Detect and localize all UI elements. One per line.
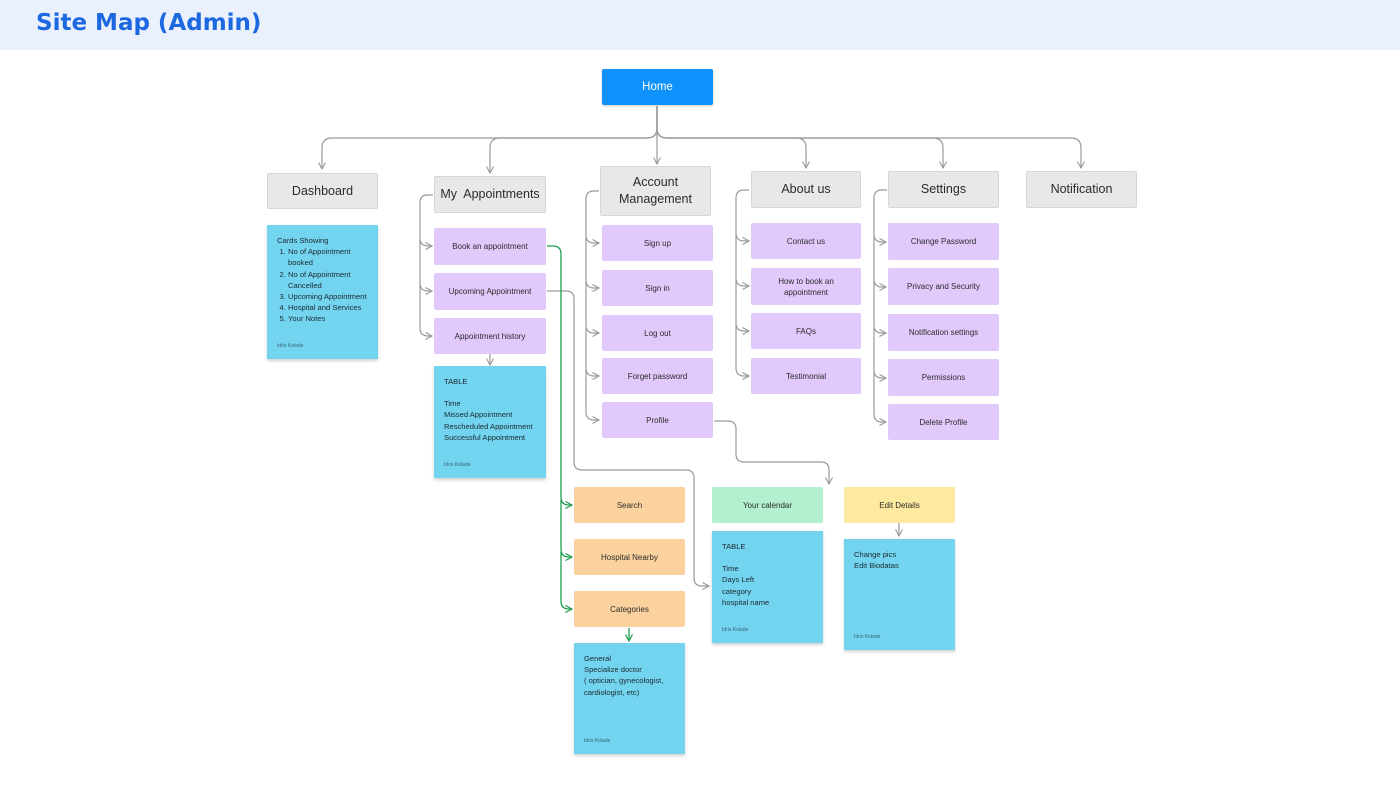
edit-details-label: Edit Details (879, 500, 920, 510)
appointment-history-label: Appointment history (454, 331, 526, 341)
list-item: Hospital and Services (288, 302, 368, 313)
privacy-security-node[interactable]: Privacy and Security (888, 268, 999, 305)
categories-sticky-note: General Specialize doctor ( optician, gy… (574, 643, 685, 754)
note-author: Idris Kolade (722, 626, 749, 633)
note-author: Idris Kolade (584, 737, 611, 744)
forget-password-node[interactable]: Forget password (602, 358, 713, 394)
my-appointments-node[interactable]: My Appointments (434, 176, 546, 213)
list-item: Your Notes (288, 313, 368, 324)
notification-node[interactable]: Notification (1026, 171, 1137, 208)
note-line: Time (444, 399, 461, 409)
account-management-label: Account Management (619, 175, 692, 206)
page-title: Site Map (Admin) (36, 10, 262, 36)
note-line: Specialize doctor (584, 665, 642, 675)
delete-profile-node[interactable]: Delete Profile (888, 404, 999, 440)
hospital-nearby-node[interactable]: Hospital Nearby (574, 539, 685, 575)
edit-details-sticky-note: Change pics Edit Biodatas Idris Kolade (844, 539, 955, 650)
note-line: Rescheduled Appointment (444, 421, 533, 431)
search-label: Search (616, 500, 643, 510)
change-password-label: Change Password (910, 237, 977, 246)
profile-label: Profile (646, 415, 669, 425)
delete-profile-label: Delete Profile (919, 417, 968, 427)
categories-node[interactable]: Categories (574, 591, 685, 627)
permissions-label: Permissions (921, 373, 966, 382)
upcoming-appointment-label: Upcoming Appointment (448, 287, 532, 296)
link-home-settings (656, 106, 943, 168)
link-home-notification (656, 106, 1081, 168)
log-out-label: Log out (644, 328, 671, 338)
testimonial-label: Testimonial (785, 371, 826, 381)
settings-node[interactable]: Settings (888, 171, 999, 208)
note-line: Edit Biodatas (854, 561, 899, 571)
faqs-label: FAQs (795, 326, 816, 336)
your-calendar-label: Your calendar (742, 500, 793, 510)
sign-in-node[interactable]: Sign in (602, 270, 713, 306)
permissions-node[interactable]: Permissions (888, 359, 999, 396)
note-line: Missed Appointment (444, 410, 513, 420)
your-calendar-node[interactable]: Your calendar (712, 487, 823, 523)
home-label: Home (642, 81, 673, 93)
header-bar: Site Map (Admin) (0, 0, 1400, 50)
settings-label: Settings (920, 182, 967, 196)
about-us-node[interactable]: About us (751, 171, 861, 208)
notification-settings-label: Notification settings (908, 328, 979, 337)
about-us-label: About us (781, 182, 831, 196)
history-sticky-note: TABLE Time Missed Appointment Reschedule… (434, 366, 546, 478)
note-author: Idris Kolade (854, 633, 881, 640)
dashboard-sticky-note: Cards Showing No of Appointment booked N… (267, 225, 378, 359)
list-item: No of Appointment Cancelled (288, 269, 368, 291)
sign-up-label: Sign up (643, 238, 672, 248)
contact-us-label: Contact us (786, 236, 826, 246)
note-author: Idris Kolade (444, 461, 471, 468)
note-heading: TABLE (722, 542, 746, 551)
book-appointment-label: Book an appointment (452, 242, 528, 251)
note-line: category (722, 586, 752, 596)
sign-up-node[interactable]: Sign up (602, 225, 713, 261)
list-item: No of Appointment booked (288, 246, 368, 268)
profile-node[interactable]: Profile (602, 402, 713, 438)
list-item: Upcoming Appointment (288, 291, 368, 302)
appointment-history-node[interactable]: Appointment history (434, 318, 546, 354)
note-heading: TABLE (444, 377, 468, 386)
note-line: Days Left (722, 575, 755, 585)
log-out-node[interactable]: Log out (602, 315, 713, 351)
testimonial-node[interactable]: Testimonial (751, 358, 861, 394)
edit-details-node[interactable]: Edit Details (844, 487, 955, 523)
sign-in-label: Sign in (645, 283, 670, 293)
notification-settings-node[interactable]: Notification settings (888, 314, 999, 351)
link-home-appointments (490, 106, 658, 173)
faqs-node[interactable]: FAQs (751, 313, 861, 349)
how-to-book-node[interactable]: How to book an appointment (751, 268, 861, 305)
note-line: hospital name (722, 597, 770, 607)
categories-label: Categories (610, 604, 649, 614)
contact-us-node[interactable]: Contact us (751, 223, 861, 259)
dashboard-label: Dashboard (291, 183, 354, 198)
note-list: No of Appointment booked No of Appointme… (277, 246, 368, 324)
link-home-about (656, 106, 806, 168)
change-password-node[interactable]: Change Password (888, 223, 999, 260)
note-author: Idris Kolade (277, 342, 304, 349)
forget-password-label: Forget password (627, 371, 688, 381)
note-line: cardiologist, etc) (584, 687, 640, 697)
note-line: Change pics (854, 550, 897, 559)
search-node[interactable]: Search (574, 487, 685, 523)
home-node[interactable]: Home (602, 69, 713, 105)
calendar-sticky-note: TABLE Time Days Left category hospital n… (712, 531, 823, 643)
how-to-book-label: How to book an appointment (778, 276, 834, 297)
note-line: ( optician, gynecologist, (584, 676, 664, 686)
privacy-security-label: Privacy and Security (907, 282, 980, 291)
note-line: Successful Appointment (444, 432, 526, 442)
my-appointments-label: My Appointments (440, 187, 540, 201)
note-heading: Cards Showing (277, 236, 329, 245)
upcoming-appointment-node[interactable]: Upcoming Appointment (434, 273, 546, 310)
book-appointment-node[interactable]: Book an appointment (434, 228, 546, 265)
hospital-nearby-label: Hospital Nearby (601, 552, 658, 562)
note-line: Time (722, 564, 739, 574)
note-line: General (584, 654, 612, 663)
account-management-node[interactable]: Account Management (600, 166, 711, 216)
dashboard-node[interactable]: Dashboard (267, 173, 378, 209)
notification-label: Notification (1050, 182, 1113, 196)
